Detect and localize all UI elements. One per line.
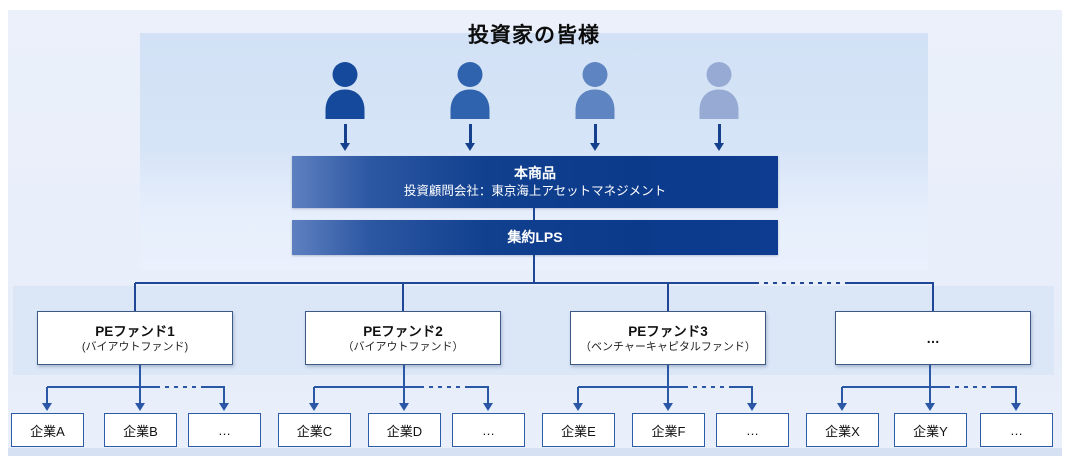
rail-to-fund-connector xyxy=(402,283,404,311)
subrail-to-company-connector xyxy=(139,387,141,404)
fund-to-subrail-connector xyxy=(139,365,141,387)
rail-to-fund-connector xyxy=(667,283,669,311)
company-arrow-head xyxy=(135,403,145,411)
subrail-solid-left xyxy=(578,386,684,388)
rail-to-fund-connector xyxy=(134,283,136,311)
company-arrow-head xyxy=(663,403,673,411)
investor-arrow xyxy=(593,124,597,143)
fund-to-subrail-connector xyxy=(403,365,405,387)
fund-box: … xyxy=(835,311,1031,365)
subrail-to-company-connector xyxy=(487,387,489,404)
subrail-dotted xyxy=(156,386,202,388)
investor-arrow xyxy=(468,124,472,143)
investor-arrow-head xyxy=(465,143,475,151)
company-box: … xyxy=(980,413,1053,447)
subrail-dotted xyxy=(946,386,994,388)
company-arrow-head xyxy=(219,403,229,411)
investor-arrow xyxy=(717,124,721,143)
lps-box: 集約LPS xyxy=(292,220,778,255)
subrail-solid-left xyxy=(314,386,420,388)
top-rail-dotted xyxy=(755,282,845,284)
subrail-to-company-connector xyxy=(403,387,405,404)
company-arrow-head xyxy=(399,403,409,411)
subrail-to-company-connector xyxy=(841,387,843,404)
product-box: 本商品 投資顧問会社：東京海上アセットマネジメント xyxy=(292,156,778,208)
fund-name: … xyxy=(926,330,940,346)
company-arrow-head xyxy=(837,403,847,411)
person-icon-svg xyxy=(575,62,615,119)
company-box: 企業Y xyxy=(894,413,967,447)
subrail-to-company-connector xyxy=(667,387,669,404)
subrail-solid-left xyxy=(842,386,946,388)
rail-to-fund-connector xyxy=(932,283,934,311)
fund-name: PEファンド2 xyxy=(363,323,443,339)
lps-to-rail-connector xyxy=(533,255,535,283)
company-arrow-head xyxy=(483,403,493,411)
subrail-solid-right xyxy=(202,386,225,388)
subrail-to-company-connector xyxy=(577,387,579,404)
investor-arrow xyxy=(343,124,347,143)
fund-type: (バイアウトファンド) xyxy=(81,340,189,353)
subrail-solid-right xyxy=(730,386,753,388)
company-arrow-head xyxy=(42,403,52,411)
investor-arrow-head xyxy=(340,143,350,151)
company-arrow-head xyxy=(309,403,319,411)
fund-name: PEファンド1 xyxy=(95,323,175,339)
subrail-to-company-connector xyxy=(223,387,225,404)
person-icon xyxy=(444,61,496,124)
page-title: 投資家の皆様 xyxy=(468,24,600,47)
company-arrow-head xyxy=(747,403,757,411)
fund-name: PEファンド3 xyxy=(628,323,708,339)
top-rail-solid-right xyxy=(845,282,934,284)
company-box: 企業B xyxy=(104,413,177,447)
bottom-strip xyxy=(8,448,1062,456)
subrail-dotted xyxy=(420,386,466,388)
fund-box: PEファンド1(バイアウトファンド) xyxy=(37,311,233,365)
fund-box: PEファンド3（ベンチャーキャピタルファンド） xyxy=(570,311,766,365)
person-icon xyxy=(693,61,745,124)
person-icon xyxy=(319,61,371,124)
fund-box: PEファンド2（バイアウトファンド） xyxy=(305,311,501,365)
company-box: 企業C xyxy=(278,413,351,447)
fund-to-subrail-connector xyxy=(929,365,931,387)
company-arrow-head xyxy=(573,403,583,411)
person-icon-svg xyxy=(325,62,365,119)
company-box: 企業A xyxy=(11,413,84,447)
investor-arrow-head xyxy=(714,143,724,151)
product-box-title: 本商品 xyxy=(514,165,556,181)
fund-type: （バイアウトファンド） xyxy=(342,340,464,353)
company-arrow-head xyxy=(925,403,935,411)
top-rail-solid-left xyxy=(135,282,755,284)
product-box-subtitle: 投資顧問会社：東京海上アセットマネジメント xyxy=(403,184,667,198)
person-icon xyxy=(569,61,621,124)
subrail-to-company-connector xyxy=(751,387,753,404)
company-arrow-head xyxy=(1011,403,1021,411)
company-box: 企業E xyxy=(542,413,615,447)
subrail-to-company-connector xyxy=(313,387,315,404)
person-icon-svg xyxy=(699,62,739,119)
fund-type: （ベンチャーキャピタルファンド） xyxy=(580,340,756,353)
company-box: … xyxy=(716,413,789,447)
subrail-to-company-connector xyxy=(46,387,48,404)
company-box: … xyxy=(188,413,261,447)
subrail-to-company-connector xyxy=(1015,387,1017,404)
subrail-solid-left xyxy=(47,386,156,388)
person-icon-svg xyxy=(450,62,490,119)
company-box: 企業X xyxy=(806,413,879,447)
investor-arrow-head xyxy=(590,143,600,151)
product-to-lps-connector xyxy=(533,208,535,220)
subrail-to-company-connector xyxy=(929,387,931,404)
company-box: … xyxy=(452,413,525,447)
company-box: 企業D xyxy=(368,413,441,447)
subrail-solid-right xyxy=(466,386,489,388)
fund-to-subrail-connector xyxy=(667,365,669,387)
subrail-solid-right xyxy=(994,386,1017,388)
subrail-dotted xyxy=(684,386,730,388)
company-box: 企業F xyxy=(632,413,705,447)
lps-box-title: 集約LPS xyxy=(507,229,563,245)
